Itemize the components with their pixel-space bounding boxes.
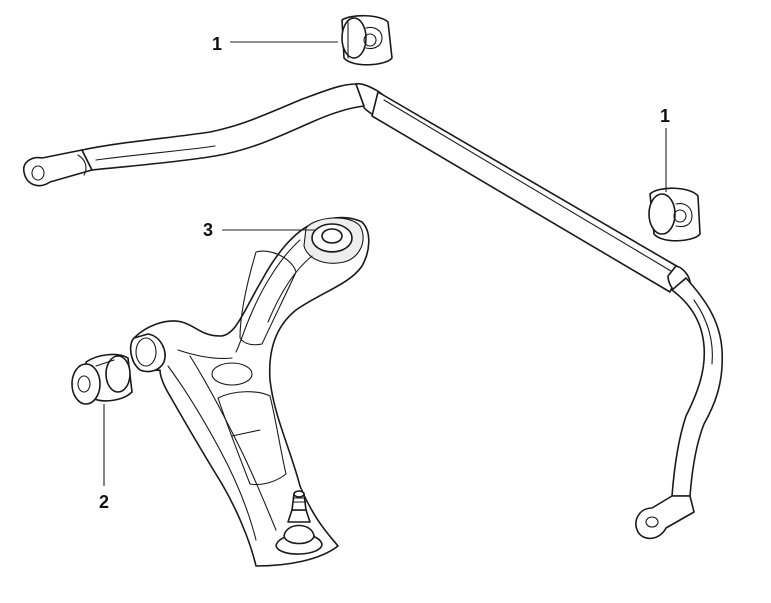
callout-1-top-bushing: 1 xyxy=(212,34,222,54)
callout-1-right-bushing: 1 xyxy=(660,106,670,126)
stabilizer-bushing-top xyxy=(341,14,393,66)
stabilizer-bar xyxy=(22,82,724,540)
lower-control-arm xyxy=(129,216,370,567)
ball-joint xyxy=(275,490,323,555)
front-bushing xyxy=(311,223,353,253)
rear-bushing xyxy=(71,353,133,405)
callout-3-front-bushing: 3 xyxy=(203,220,213,240)
stabilizer-bushing-right xyxy=(648,187,701,242)
callout-2-rear-bushing: 2 xyxy=(99,492,109,512)
